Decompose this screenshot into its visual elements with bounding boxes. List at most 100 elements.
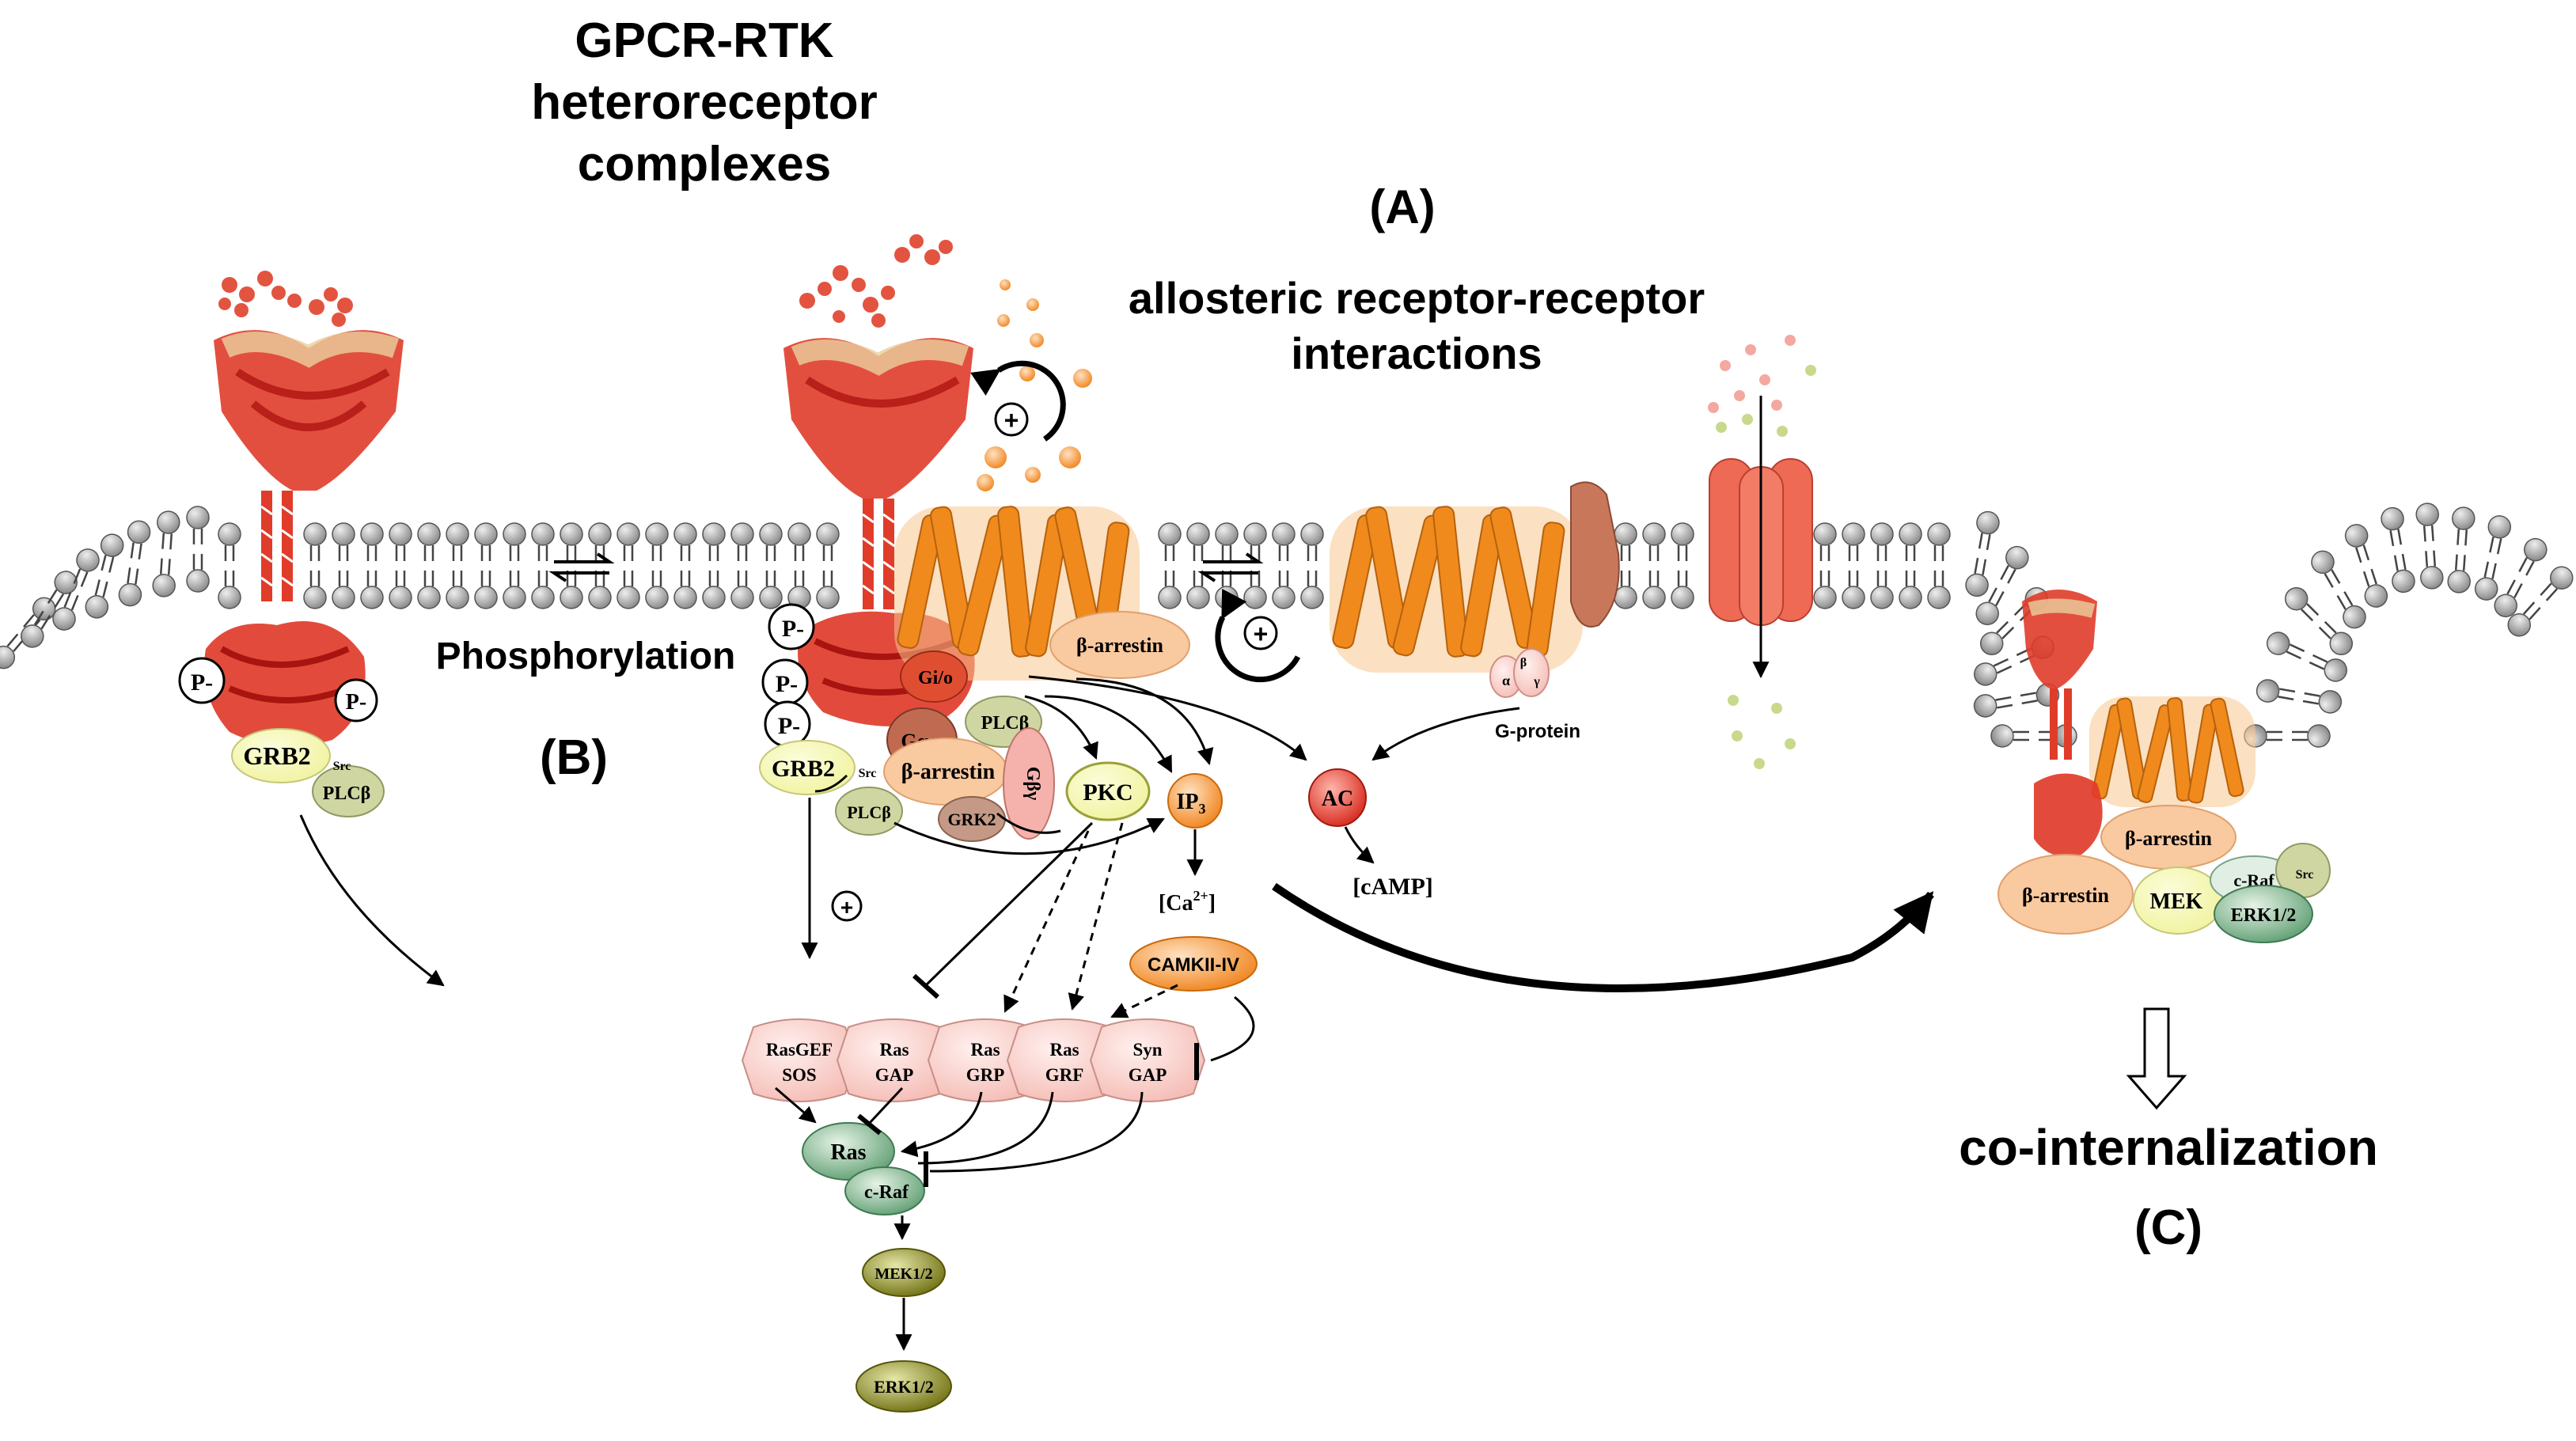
- ras-regulator-line1: Ras: [879, 1040, 909, 1060]
- lipid-pair: [446, 522, 469, 609]
- grb2-center: [759, 740, 856, 795]
- erk1-2-label: ERK1/2: [874, 1377, 934, 1397]
- lipid-pair: [1990, 724, 2077, 748]
- lipid-pair: [645, 522, 669, 609]
- ras-regulator-line1: Ras: [970, 1040, 1000, 1060]
- lipid-pair: [673, 522, 697, 609]
- plcb-center-low-label: PLCβ: [847, 802, 891, 822]
- lipid-pair: [1965, 510, 2000, 597]
- lipid-pair: [2474, 515, 2512, 601]
- lipid-pair: [303, 522, 327, 609]
- plus-circle-right: [1243, 616, 1278, 650]
- mek-internal-label: MEK: [2150, 889, 2203, 914]
- beta-arrestin-center-label: β-arrestin: [901, 760, 996, 784]
- lipid-pair: [2284, 586, 2354, 656]
- lipid-pair: [1300, 522, 1324, 609]
- allosteric-arrow-top: [970, 360, 1066, 442]
- lipid-pair: [417, 522, 441, 609]
- lipid-pair: [332, 522, 355, 609]
- lipid-pair: [2381, 506, 2415, 593]
- mek1-2: [862, 1248, 946, 1297]
- gio-label: Gi/o: [918, 668, 953, 688]
- src-internal-label: Src: [2296, 868, 2314, 882]
- beta-arrestin-membrane: [1049, 611, 1190, 679]
- plus-sign-down: +: [840, 895, 853, 920]
- plcb-left-label: PLCβ: [323, 783, 371, 804]
- lipid-pair: [2447, 506, 2475, 593]
- plcb-center-low: [835, 787, 903, 836]
- lipid-pair: [560, 522, 583, 609]
- phosphorylation-label: Phosphorylation: [436, 635, 736, 677]
- lipid-pair: [2255, 679, 2343, 714]
- lipid-pair: [1158, 522, 1182, 609]
- lipid-pair: [218, 522, 241, 609]
- g-beta-gamma-label: Gβγ: [1022, 767, 1043, 801]
- c-raf: [844, 1166, 925, 1215]
- lipid-pair: [2266, 631, 2348, 682]
- gio-protein: [900, 650, 968, 703]
- plus-circle-top: [994, 402, 1029, 437]
- lipid-pair: [118, 520, 151, 607]
- plus-sign-right: +: [1254, 620, 1269, 648]
- ras-regulator-line2: GAP: [875, 1065, 914, 1085]
- grb2-left-label: GRB2: [243, 741, 310, 770]
- title-line-1: GPCR-RTK: [575, 13, 833, 68]
- lipid-pair: [52, 548, 100, 631]
- signaling-arrows: [299, 675, 1520, 1352]
- lipid-pair: [816, 522, 840, 609]
- lipid-pair: [1243, 522, 1267, 609]
- lipid-pair: [787, 522, 811, 609]
- lipid-pair: [360, 522, 384, 609]
- ras-regulator-line2: GAP: [1129, 1065, 1167, 1085]
- phospho-label-center-2: P-: [776, 671, 798, 697]
- beta-arrestin-membrane-label: β-arrestin: [1076, 634, 1164, 657]
- ras-regulator-line1: RasGEF: [766, 1040, 833, 1060]
- grk2-label: GRK2: [947, 810, 996, 829]
- allosteric-arrow-bottom: [1215, 588, 1301, 683]
- src-center-label: Src: [859, 767, 877, 780]
- phospho-label-center-1: P-: [782, 616, 804, 642]
- equilibrium-arrows-right: [1197, 552, 1264, 582]
- lipid-pair: [2415, 502, 2444, 590]
- beta-arrestin-internal-left: [1997, 854, 2134, 935]
- panel-c-label: (C): [2134, 1200, 2202, 1255]
- lipid-pair: [2311, 550, 2366, 629]
- g-protein-heterotrimer: [1489, 648, 1550, 698]
- lipid-pair: [389, 522, 412, 609]
- src-left-label: Src: [333, 760, 351, 773]
- hollow-down-arrow: [2126, 1007, 2187, 1110]
- lipid-pair: [1215, 522, 1239, 609]
- lipid-pair: [2244, 724, 2331, 748]
- plus-circle-down: [831, 890, 863, 922]
- co-internalization-label: co-internalization: [1959, 1119, 2378, 1176]
- panel-a-heading-line-1: allosteric receptor-receptor: [1129, 273, 1705, 323]
- phospho-label-left-2: P-: [346, 690, 366, 715]
- lipid-pair: [730, 522, 754, 609]
- erk1-2: [856, 1360, 952, 1413]
- phospho-sites-center: [761, 603, 815, 748]
- ip3-label: IP3: [1177, 790, 1206, 817]
- internalized-complex: [2022, 590, 2255, 857]
- g-protein-label: G-protein: [1495, 721, 1580, 742]
- lipid-pair: [588, 522, 612, 609]
- gpcr-right: [1330, 481, 1620, 673]
- ras-regulator-line2: GRP: [966, 1065, 1005, 1085]
- lipid-pair: [1813, 522, 1837, 609]
- phospho-site-left-1: [178, 657, 226, 704]
- lipid-pair: [1927, 522, 1951, 609]
- camkii-iv-label: CAMKII-IV: [1148, 954, 1239, 976]
- c-raf-label: c-Raf: [864, 1182, 909, 1203]
- lipid-pair: [616, 522, 640, 609]
- lipid-pair: [1973, 683, 2060, 718]
- lipid-pair: [1642, 522, 1666, 609]
- phospho-site-left-2: [334, 678, 378, 722]
- lipid-pair: [1899, 522, 1922, 609]
- lipid-pair: [474, 522, 498, 609]
- title-line-3: complexes: [578, 137, 832, 192]
- ras-regulator-line1: Syn: [1132, 1040, 1162, 1060]
- calcium-label: [Ca2+]: [1159, 888, 1216, 916]
- panel-a-heading-line-2: interactions: [1291, 328, 1542, 378]
